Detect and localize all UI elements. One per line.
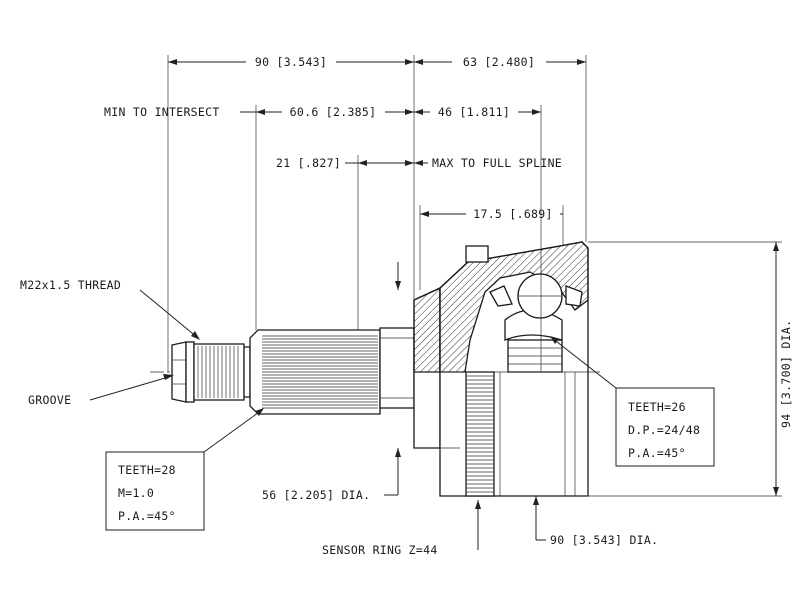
shaft-box-line-3: P.A.=45° <box>118 509 176 523</box>
shaft-spec-box <box>105 451 205 531</box>
max-spline-label: MAX TO FULL SPLINE <box>432 156 562 170</box>
bell-box-line-3: P.A.=45° <box>628 446 686 460</box>
shaft-box-line-1: TEETH=28 <box>118 463 176 477</box>
shaft-box-line-2: M=1.0 <box>118 486 154 500</box>
dim-56-dia: 56 [2.205] DIA. <box>262 488 370 502</box>
sensor-ring <box>465 371 495 497</box>
dim-94-dia: 94 [3.700] DIA. <box>779 320 793 428</box>
part-geometry <box>150 241 600 497</box>
min-intersect-label: MIN TO INTERSECT <box>104 105 220 119</box>
dim-17-5: 17.5 [.689] <box>473 207 552 221</box>
groove-callout: GROOVE <box>28 393 71 407</box>
outer-bell <box>439 241 589 497</box>
dim-46: 46 [1.811] <box>438 105 510 119</box>
splined-shaft <box>249 327 415 415</box>
bell-box-line-1: TEETH=26 <box>628 400 686 414</box>
dim-min-intersect: 60.6 [2.385] <box>290 105 377 119</box>
dim-90-dia: 90 [3.543] DIA. <box>550 533 658 547</box>
dim-total-left: 90 [3.543] <box>255 55 327 69</box>
bell-spec-box <box>615 387 715 467</box>
sensor-ring-callout: SENSOR RING Z=44 <box>322 543 438 557</box>
bell-box-line-2: D.P.=24/48 <box>628 423 700 437</box>
dimension-lines <box>167 55 782 550</box>
threaded-stub <box>171 341 251 403</box>
thread-callout: M22x1.5 THREAD <box>20 278 121 292</box>
leaders <box>89 289 617 453</box>
dim-total-right: 63 [2.480] <box>463 55 535 69</box>
dim-21: 21 [.827] <box>276 156 341 170</box>
